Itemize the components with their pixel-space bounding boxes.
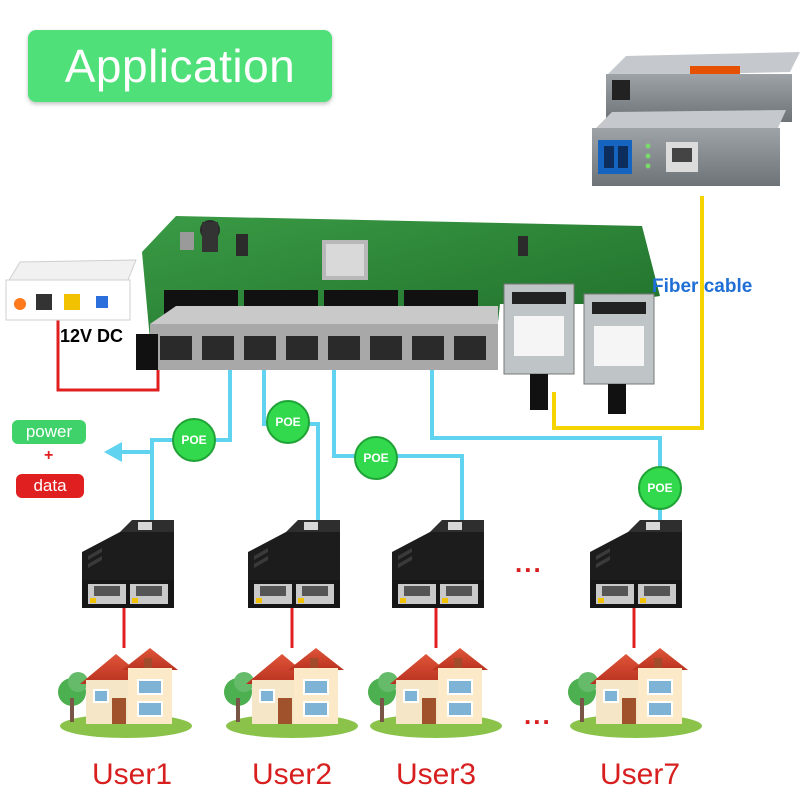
fiber-cable-line bbox=[552, 196, 704, 430]
user-label-3: User3 bbox=[396, 758, 477, 791]
house-icon-user3 bbox=[367, 647, 503, 739]
pcb-switch-board bbox=[136, 216, 660, 414]
rj45-splitter-3 bbox=[392, 520, 484, 608]
cable-port3 bbox=[332, 360, 464, 530]
power-badge: power bbox=[12, 420, 86, 444]
sfp-module-2 bbox=[583, 293, 655, 414]
user-label-7: User7 bbox=[600, 758, 681, 791]
rj45-port-block bbox=[150, 306, 498, 370]
application-banner: Application bbox=[28, 30, 332, 102]
house-icon-user2 bbox=[223, 647, 359, 739]
banner-title: Application bbox=[64, 40, 296, 92]
power-data-arrowhead bbox=[104, 442, 122, 462]
data-badge: data bbox=[16, 474, 84, 498]
fiber-cable-label: Fiber cable bbox=[652, 276, 753, 297]
dc-power-label: 12V DC bbox=[60, 326, 124, 346]
splitter-ellipsis: ... bbox=[515, 548, 543, 578]
house-icon-user7 bbox=[567, 647, 703, 739]
user-label-1: User1 bbox=[92, 758, 173, 791]
cable-port2 bbox=[262, 360, 320, 530]
plus-sign: + bbox=[44, 447, 54, 464]
dc-jack bbox=[136, 334, 158, 370]
user-label-2: User2 bbox=[252, 758, 333, 791]
rj45-splitter-7 bbox=[590, 520, 682, 608]
power-adapter-icon bbox=[5, 259, 137, 321]
poe-badge-2: POE bbox=[266, 400, 310, 444]
rj45-splitter-2 bbox=[248, 520, 340, 608]
poe-badge-1: POE bbox=[172, 418, 216, 462]
fiber-media-converter-icon bbox=[592, 52, 800, 186]
house-icon-user1 bbox=[57, 647, 193, 739]
sfp-module-1 bbox=[503, 283, 575, 410]
poe-badge-7: POE bbox=[638, 466, 682, 510]
rj45-splitter-1 bbox=[82, 520, 174, 608]
poe-badge-3: POE bbox=[354, 436, 398, 480]
house-ellipsis: ... bbox=[524, 700, 552, 730]
splitter-to-house-lines bbox=[122, 600, 636, 648]
